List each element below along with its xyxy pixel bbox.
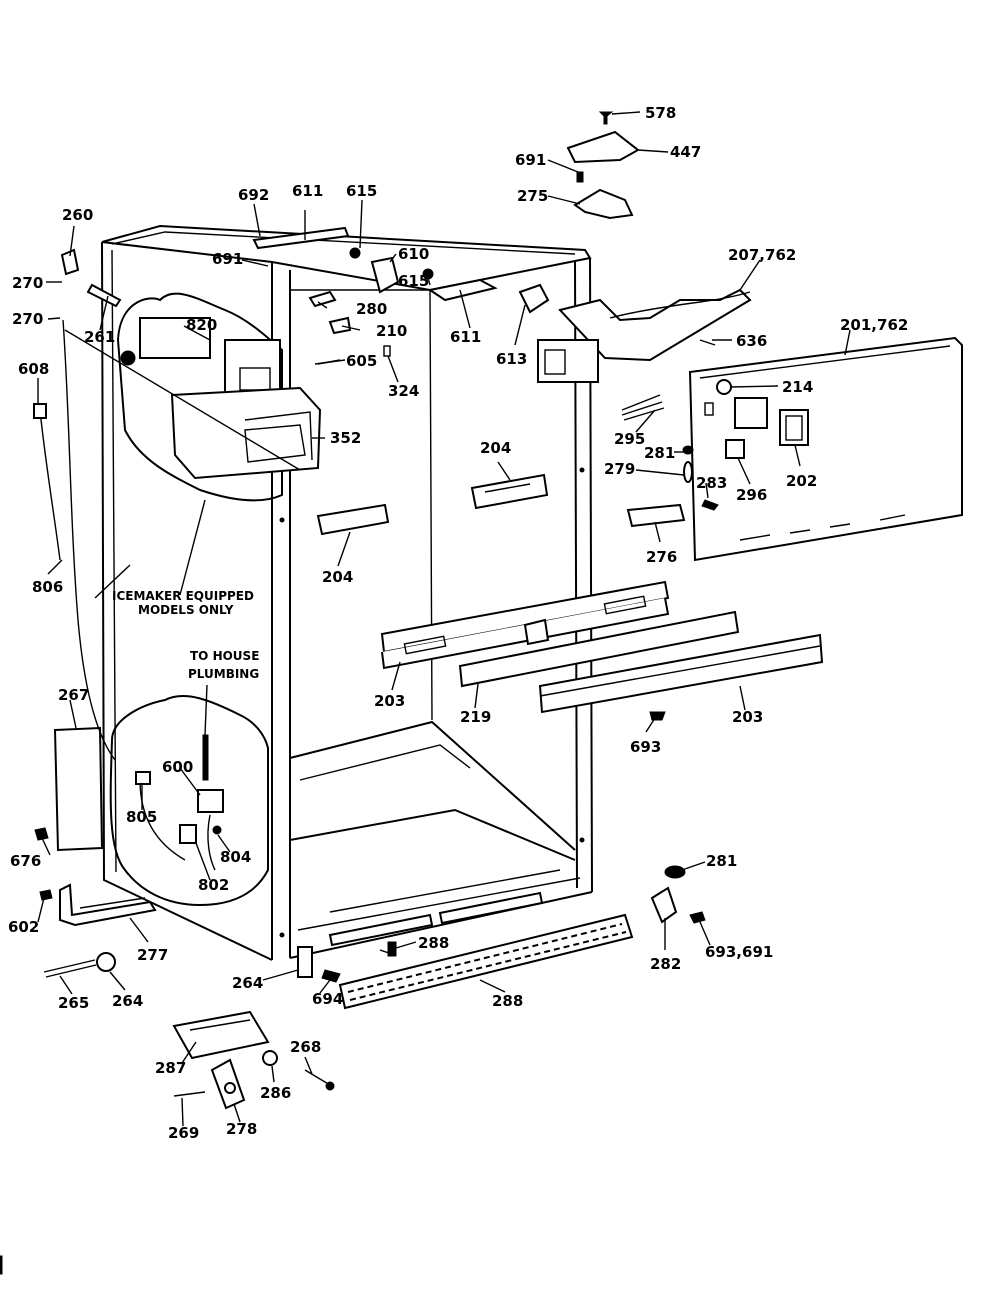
label-203-right: 203	[732, 708, 763, 726]
label-276: 276	[646, 548, 677, 566]
label-613: 613	[496, 350, 527, 368]
label-820: 820	[186, 316, 217, 334]
label-207-762: 207,762	[728, 246, 796, 264]
label-295: 295	[614, 430, 645, 448]
label-602: 602	[8, 918, 39, 936]
label-447: 447	[670, 143, 701, 161]
label-693-691: 693,691	[705, 943, 773, 961]
lower-left-parts	[34, 726, 341, 1110]
front-grille	[338, 913, 634, 1010]
label-296: 296	[736, 486, 767, 504]
top-hinge-parts	[60, 111, 752, 383]
callout-labels: 578 447 691 275 692 611 615 260 610 207,…	[8, 104, 908, 1142]
label-281-lower: 281	[706, 852, 737, 870]
label-288-upper: 288	[418, 934, 449, 952]
label-204-right: 204	[480, 439, 511, 457]
label-281-panel: 281	[644, 444, 675, 462]
water-valve-parts	[135, 734, 224, 871]
label-214: 214	[782, 378, 813, 396]
label-691-top: 691	[515, 151, 546, 169]
label-270-upper: 270	[12, 274, 43, 292]
label-600: 600	[162, 758, 193, 776]
label-265: 265	[58, 994, 89, 1012]
brackets	[316, 473, 549, 536]
label-219: 219	[460, 708, 491, 726]
label-605: 605	[346, 352, 377, 370]
cabinet-body	[101, 224, 593, 961]
label-610: 610	[398, 245, 429, 263]
label-608: 608	[18, 360, 49, 378]
label-264-roller: 264	[112, 992, 143, 1010]
label-615-top: 615	[346, 182, 377, 200]
label-611-right: 611	[450, 328, 481, 346]
label-203-left: 203	[374, 692, 405, 710]
label-270-lower: 270	[12, 310, 43, 328]
leader-lines	[37, 111, 851, 1127]
label-269: 269	[168, 1124, 199, 1142]
corner-mark	[0, 1255, 3, 1275]
note-icemaker-line2: MODELS ONLY	[138, 603, 234, 617]
label-676: 676	[10, 852, 41, 870]
label-288-grille: 288	[492, 992, 523, 1010]
control-panel	[621, 336, 963, 562]
label-279: 279	[604, 460, 635, 478]
notes: ICEMAKER EQUIPPED MODELS ONLY TO HOUSE P…	[112, 589, 259, 681]
label-202: 202	[786, 472, 817, 490]
label-287: 287	[155, 1059, 186, 1077]
label-277: 277	[137, 946, 168, 964]
note-plumbing-line1: TO HOUSE	[190, 649, 259, 663]
label-278: 278	[226, 1120, 257, 1138]
label-805: 805	[126, 808, 157, 826]
label-261: 261	[84, 328, 115, 346]
label-267: 267	[58, 686, 89, 704]
lower-right-parts	[649, 711, 706, 924]
note-plumbing-line2: PLUMBING	[188, 667, 259, 681]
label-636: 636	[736, 332, 767, 350]
label-693: 693	[630, 738, 661, 756]
label-692: 692	[238, 186, 269, 204]
label-210: 210	[376, 322, 407, 340]
label-268: 268	[290, 1038, 321, 1056]
cross-rails	[380, 580, 824, 714]
label-802: 802	[198, 876, 229, 894]
water-line	[33, 319, 301, 761]
label-611-top: 611	[292, 182, 323, 200]
note-icemaker-line1: ICEMAKER EQUIPPED	[112, 589, 254, 603]
label-283: 283	[696, 474, 727, 492]
label-615-right: 615	[398, 272, 429, 290]
label-804: 804	[220, 848, 251, 866]
water-valve-detail-region	[109, 694, 269, 907]
label-352: 352	[330, 429, 361, 447]
label-806: 806	[32, 578, 63, 596]
label-578: 578	[645, 104, 676, 122]
label-286: 286	[260, 1084, 291, 1102]
label-275: 275	[517, 187, 548, 205]
label-260: 260	[62, 206, 93, 224]
label-324: 324	[388, 382, 419, 400]
label-691-left: 691	[212, 250, 243, 268]
label-264-front: 264	[232, 974, 263, 992]
label-204-left: 204	[322, 568, 353, 586]
icemaker-assembly	[120, 317, 322, 480]
label-694: 694	[312, 990, 343, 1008]
label-201-762: 201,762	[840, 316, 908, 334]
label-282: 282	[650, 955, 681, 973]
label-280: 280	[356, 300, 387, 318]
